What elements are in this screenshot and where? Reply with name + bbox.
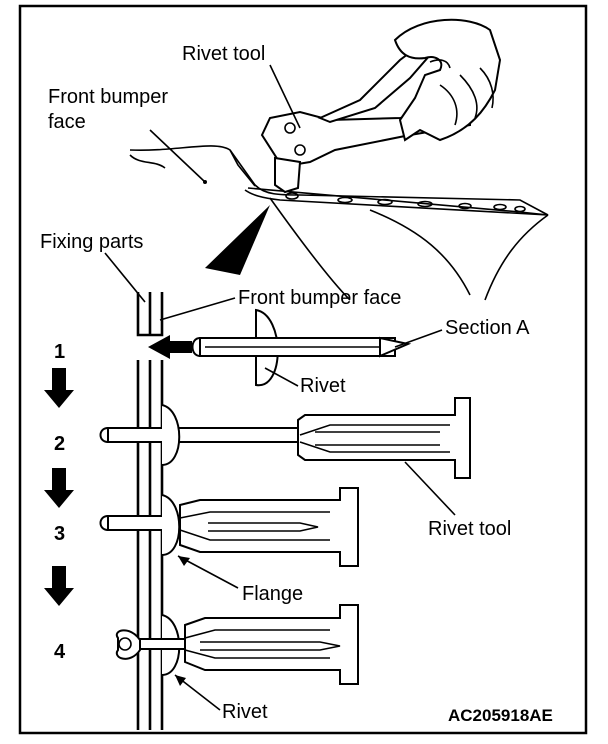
step-arrow-3 — [44, 566, 74, 606]
bumper-illustration — [129, 18, 549, 301]
leader-section-a — [394, 329, 443, 348]
label-rivet-step4: Rivet — [222, 701, 268, 723]
leader-rivet-tool-top — [269, 64, 301, 129]
step-number-1: 1 — [54, 341, 65, 363]
leader-flange — [177, 555, 239, 589]
insert-arrow — [148, 335, 192, 359]
leader-rivet-tool-mid — [404, 461, 456, 516]
leader-bumper-face-mid — [159, 297, 236, 321]
label-rivet-tool-top: Rivet tool — [182, 43, 265, 65]
step-number-4: 4 — [54, 641, 66, 663]
label-front-bumper-face-mid: Front bumper face — [238, 287, 401, 309]
figure-border — [18, 4, 588, 735]
step4-assembly — [115, 604, 359, 685]
label-fixing-parts: Fixing parts — [40, 231, 143, 253]
label-flange: Flange — [242, 583, 303, 605]
step3-assembly — [99, 487, 359, 567]
step-arrow-1 — [44, 368, 74, 408]
label-rivet-step1: Rivet — [300, 375, 346, 397]
step-arrow-2 — [44, 468, 74, 508]
label-rivet-tool-mid: Rivet tool — [428, 518, 511, 540]
fixing-part-plates — [136, 360, 164, 730]
step2-assembly — [99, 397, 471, 479]
detail-pointer-wedge — [205, 205, 270, 275]
figure-code: AC205918AE — [448, 706, 553, 725]
label-front-bumper-face-top-line1: Front bumper — [48, 86, 168, 108]
label-section-a: Section A — [445, 317, 530, 339]
step-number-3: 3 — [54, 523, 65, 545]
step-number-2: 2 — [54, 433, 65, 455]
step1-rivet — [191, 308, 412, 387]
leader-rivet-step1 — [264, 367, 299, 387]
leader-bumper-face-top — [149, 129, 206, 183]
label-front-bumper-face-top-line2: face — [48, 111, 86, 133]
